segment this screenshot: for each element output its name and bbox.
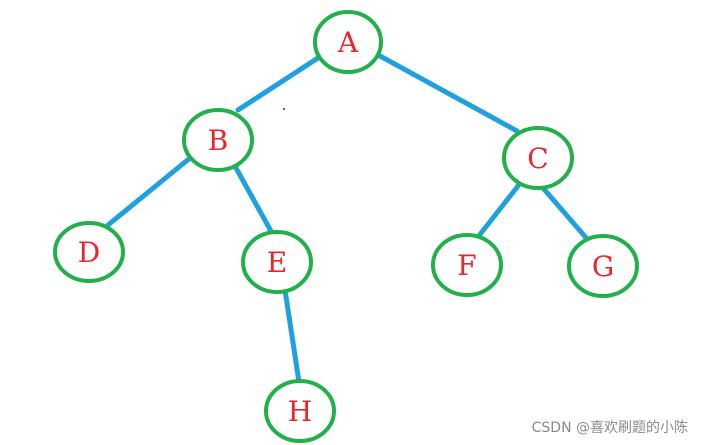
node-circle	[53, 221, 125, 283]
tree-node-d: D	[53, 221, 125, 283]
node-label: B	[208, 124, 229, 157]
edge-b-d	[105, 155, 193, 228]
tree-node-h: H	[264, 379, 336, 443]
node-circle	[431, 233, 503, 297]
node-label: A	[337, 26, 359, 59]
tree-node-g: G	[567, 234, 639, 298]
node-circle	[264, 379, 336, 443]
edge-a-b	[235, 53, 324, 113]
node-circle	[182, 108, 254, 172]
edge-c-f	[475, 183, 521, 240]
edges-layer	[105, 53, 591, 385]
tree-node-e: E	[241, 230, 313, 294]
node-circle	[502, 126, 574, 190]
node-circle	[567, 234, 639, 298]
node-label: F	[457, 249, 476, 282]
watermark-text: CSDN @喜欢刷题的小陈	[532, 419, 688, 436]
node-label: C	[527, 142, 548, 175]
node-circle	[313, 10, 383, 74]
node-label: H	[288, 395, 312, 428]
nodes-layer: A B C D E F G H	[53, 10, 639, 443]
edge-c-g	[540, 185, 591, 243]
tree-node-f: F	[431, 233, 503, 297]
node-circle	[241, 230, 313, 294]
edge-b-e	[233, 165, 275, 236]
tree-node-b: B	[182, 108, 254, 172]
tree-node-a: A	[313, 10, 383, 74]
tree-node-c: C	[502, 126, 574, 190]
node-label: G	[592, 250, 614, 283]
edge-a-c	[377, 53, 520, 134]
node-label: D	[78, 236, 100, 269]
edge-e-h	[282, 287, 302, 385]
stray-dot	[283, 108, 285, 110]
node-label: E	[267, 246, 287, 279]
